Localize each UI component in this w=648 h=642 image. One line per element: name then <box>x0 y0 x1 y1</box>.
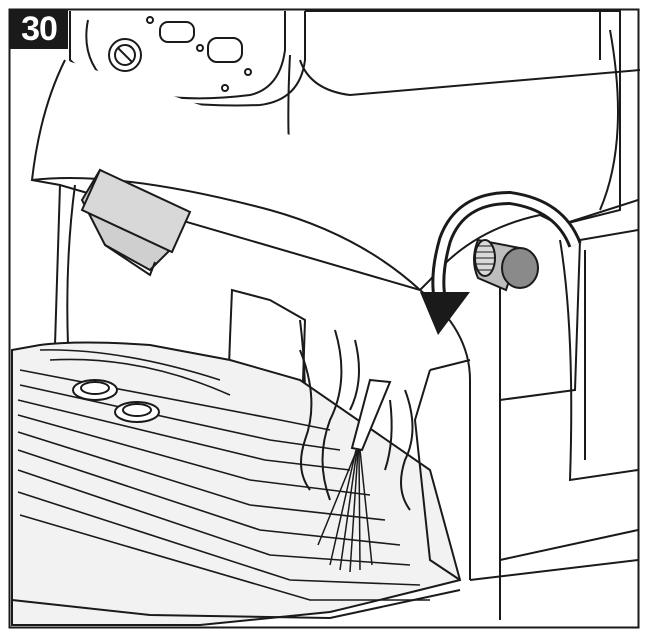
portafilter-button <box>80 168 192 277</box>
machine-right-side <box>413 224 639 620</box>
steam-wand <box>350 378 392 452</box>
steam-lines <box>299 329 414 511</box>
figure-border <box>8 8 640 629</box>
step-number-badge: 30 <box>10 9 68 49</box>
rotation-arrow-icon <box>420 190 582 335</box>
steam-knob <box>473 238 539 292</box>
steam-spray <box>317 449 373 573</box>
drip-tray <box>11 341 462 626</box>
